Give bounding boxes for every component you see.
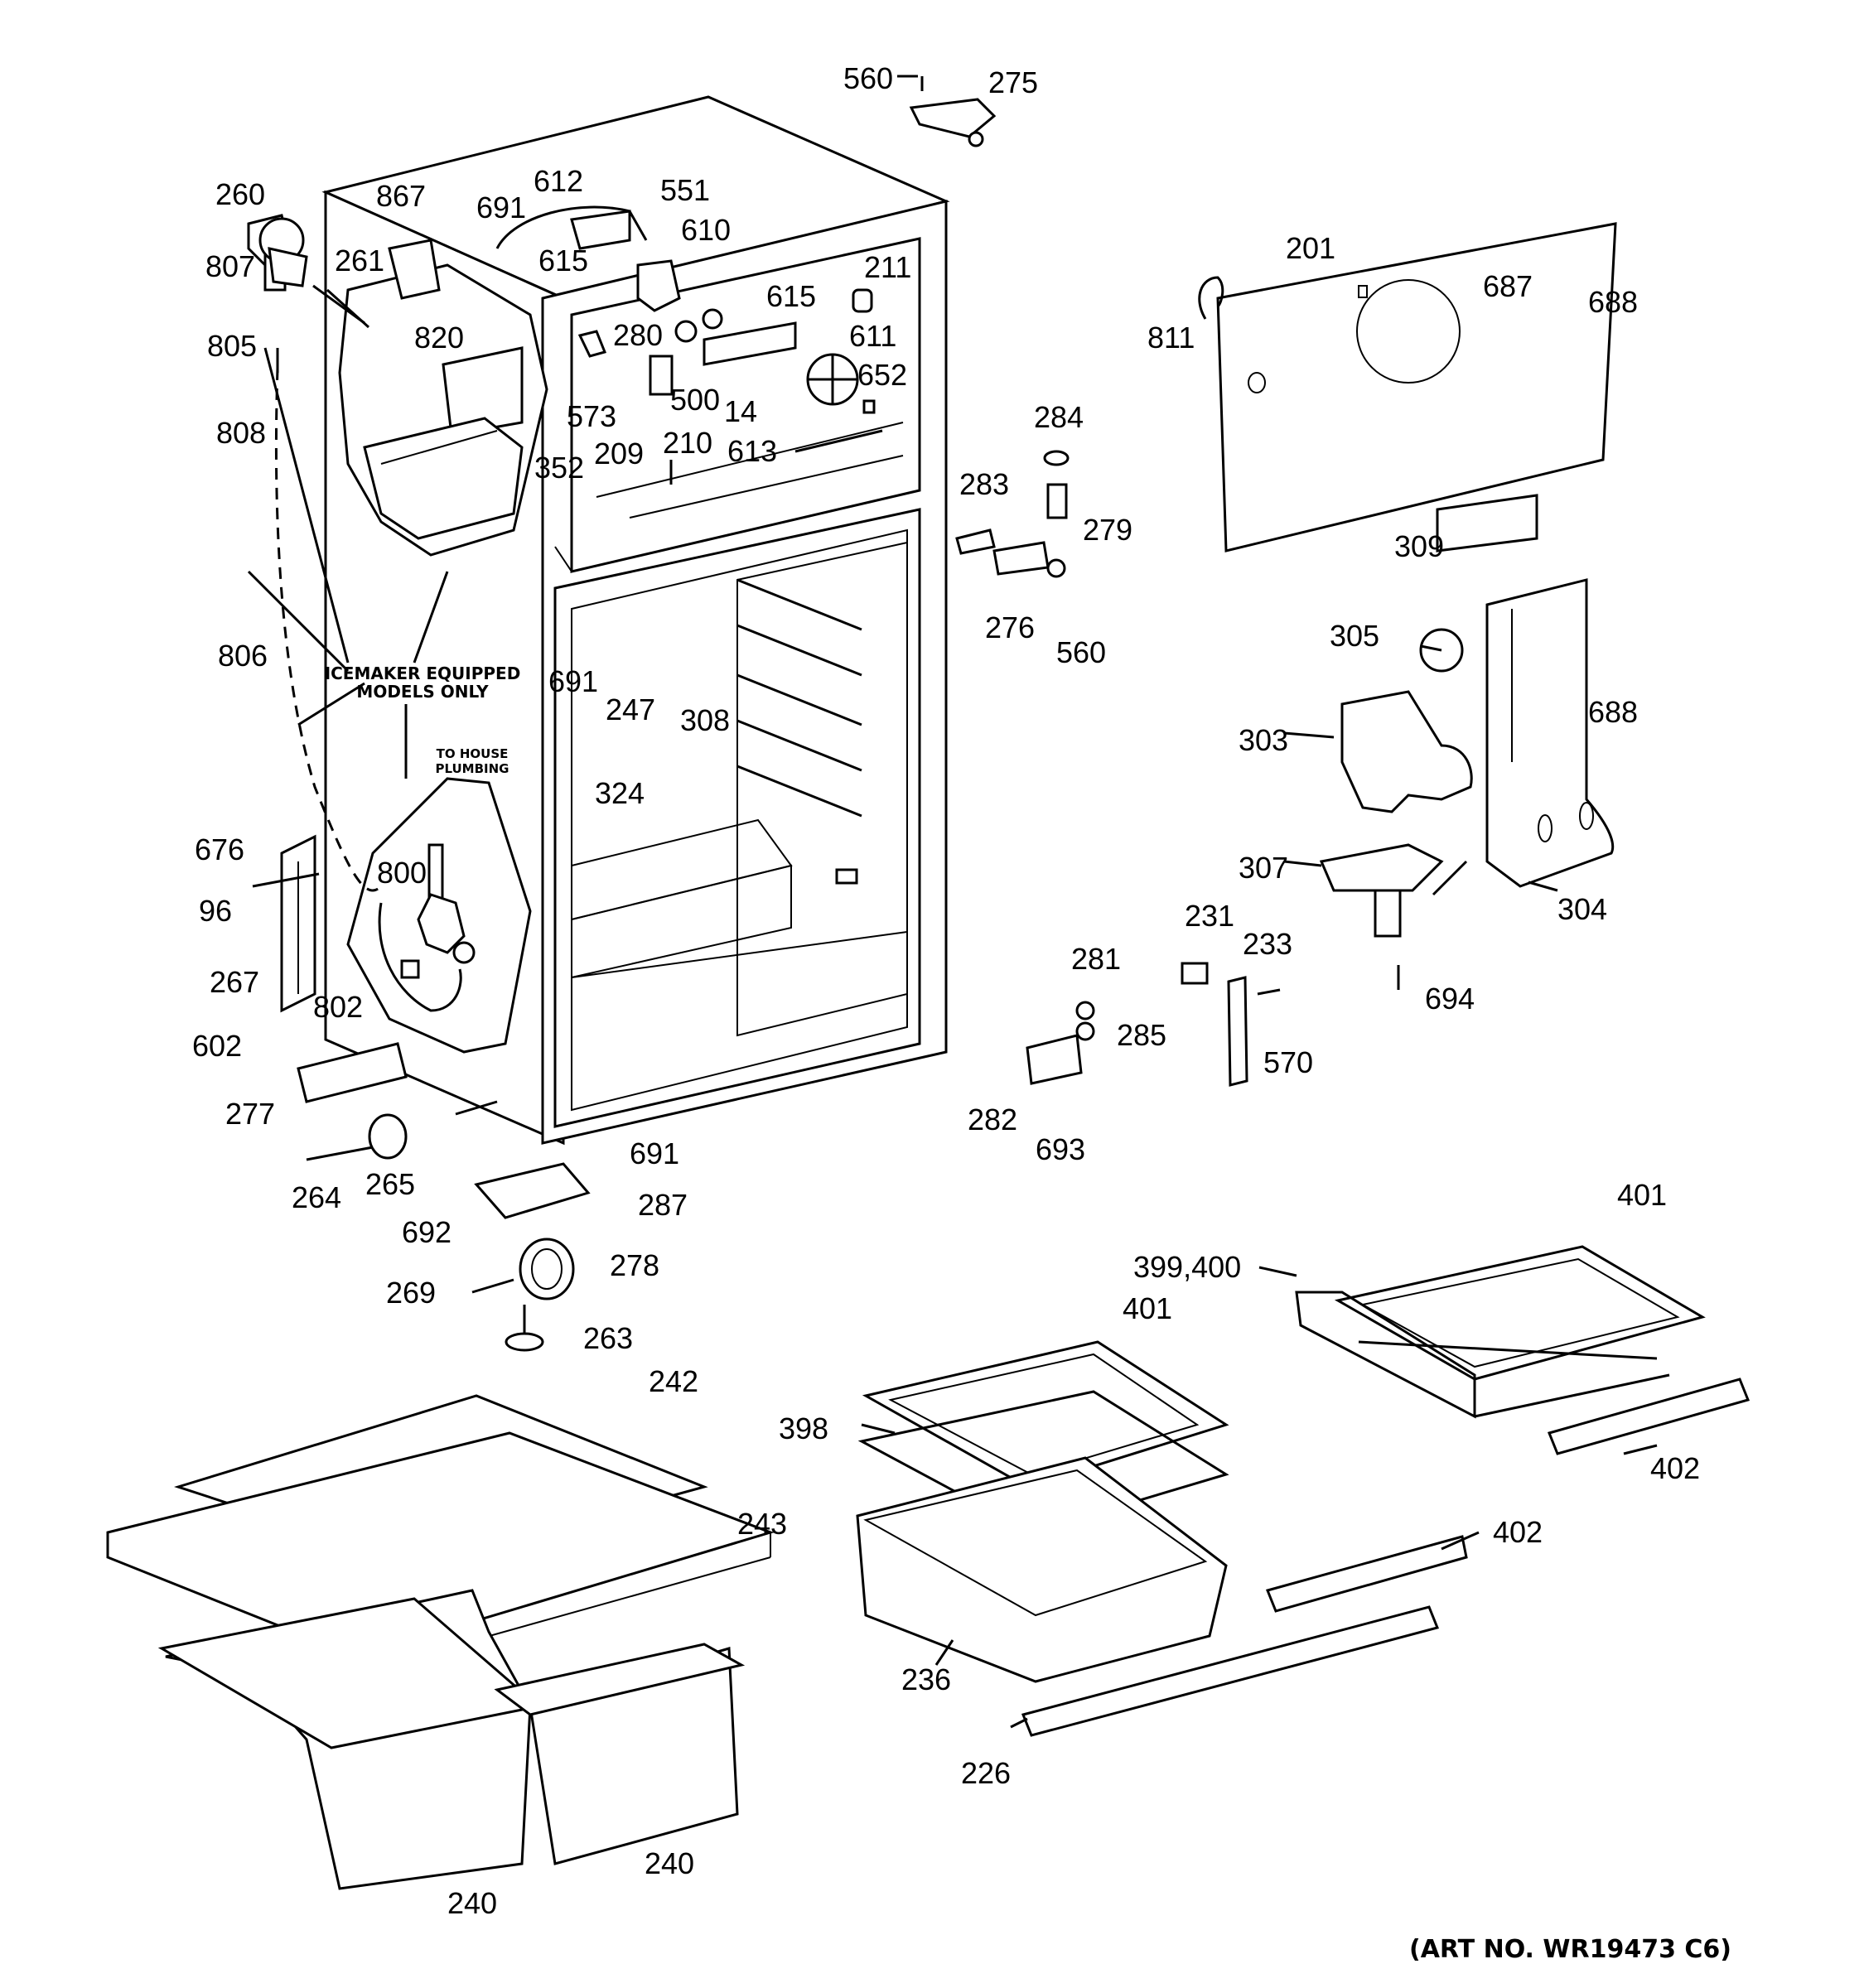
part-label: 401 [1617, 1178, 1667, 1212]
plumbing-note-line1: TO HOUSE [437, 746, 509, 761]
part-label: 240 [645, 1846, 694, 1880]
part-label: 275 [988, 65, 1038, 99]
part-label: 570 [1263, 1045, 1313, 1079]
part-label: 811 [1147, 321, 1195, 355]
part-label: 260 [215, 177, 265, 211]
part-label: 694 [1425, 982, 1475, 1016]
part-label: 820 [414, 321, 464, 355]
part-label: 352 [534, 451, 584, 485]
part-label: 602 [192, 1029, 242, 1063]
part-label: 613 [727, 434, 777, 468]
part-label: 211 [864, 250, 911, 284]
part-label: 265 [365, 1167, 415, 1201]
part-label: 307 [1239, 851, 1288, 885]
plumbing-note: TO HOUSE PLUMBING [435, 746, 509, 776]
part-label: 236 [901, 1662, 951, 1696]
top-parts [495, 76, 997, 485]
part-label: 612 [534, 164, 583, 198]
part-label: 806 [218, 639, 268, 673]
part-label: 96 [199, 894, 232, 928]
part-label: 278 [610, 1248, 659, 1282]
part-label: 676 [195, 832, 244, 866]
part-label: 261 [335, 244, 384, 277]
part-label: 688 [1588, 695, 1638, 729]
shelves-and-pan [856, 1245, 1751, 1737]
part-label: 691 [630, 1136, 679, 1170]
part-label: 611 [849, 319, 896, 353]
part-label: 247 [606, 692, 655, 726]
part-label: 304 [1557, 892, 1607, 926]
right-side-parts [955, 222, 1617, 1087]
part-label: 800 [377, 856, 427, 890]
part-label: 285 [1117, 1018, 1166, 1052]
part-label: 269 [386, 1276, 436, 1310]
part-label: 264 [292, 1180, 341, 1214]
part-label: 560 [1056, 635, 1106, 669]
water-valve-assembly [346, 777, 532, 1054]
part-label: 802 [313, 990, 363, 1024]
part-label: 398 [779, 1411, 828, 1445]
art-number: (ART NO. WR19473 C6) [1409, 1935, 1731, 1964]
part-label: 500 [670, 383, 720, 417]
part-label: 610 [681, 213, 731, 247]
part-label: 242 [649, 1364, 698, 1398]
leader-lines [252, 75, 1658, 1729]
part-label: 308 [680, 703, 730, 737]
part-label: 303 [1239, 723, 1288, 757]
part-label: 692 [402, 1215, 452, 1249]
left-side-parts [258, 217, 591, 1352]
part-label: 691 [476, 191, 526, 224]
part-label: 201 [1286, 231, 1335, 265]
part-label: 263 [583, 1321, 633, 1355]
part-label: 691 [548, 664, 598, 698]
part-label: 401 [1123, 1291, 1172, 1325]
part-label: 805 [207, 329, 257, 363]
part-label: 277 [225, 1097, 275, 1131]
part-label: 279 [1083, 513, 1132, 547]
part-label: 240 [447, 1886, 497, 1920]
plumbing-note-line2: PLUMBING [435, 761, 509, 776]
part-label: 209 [594, 437, 644, 470]
part-label: 14 [724, 394, 757, 428]
part-label: 281 [1071, 942, 1121, 976]
part-label: 402 [1493, 1515, 1543, 1549]
part-label: 282 [968, 1103, 1017, 1136]
part-label: 324 [595, 776, 645, 810]
part-label: 573 [567, 399, 616, 433]
part-labels: 560 275 260 867 691 612 551 610 615 211 … [192, 61, 1700, 1920]
part-label: 615 [538, 244, 588, 277]
part-label: 284 [1034, 400, 1084, 434]
part-label: 226 [961, 1756, 1011, 1790]
part-label: 867 [376, 179, 426, 213]
part-label: 283 [959, 467, 1009, 501]
part-label: 693 [1036, 1132, 1085, 1166]
part-label: 652 [857, 358, 907, 392]
part-label: 287 [638, 1188, 688, 1222]
part-label: 615 [766, 279, 816, 313]
part-label: 402 [1650, 1451, 1700, 1485]
part-label: 688 [1588, 285, 1638, 319]
part-label: 243 [737, 1507, 787, 1541]
part-label: 267 [210, 965, 259, 999]
part-label: 807 [205, 249, 255, 283]
part-label: 808 [216, 416, 266, 450]
icemaker-note: ICEMAKER EQUIPPED MODELS ONLY [247, 347, 521, 779]
part-label: 280 [613, 318, 663, 352]
part-label: 687 [1483, 269, 1533, 303]
icemaker-note-line2: MODELS ONLY [356, 682, 489, 702]
part-label: 231 [1185, 899, 1234, 933]
part-label: 276 [985, 610, 1035, 644]
part-label: 210 [663, 426, 712, 460]
part-label: 399,400 [1133, 1250, 1241, 1284]
part-label: 233 [1243, 927, 1292, 961]
icemaker-note-line1: ICEMAKER EQUIPPED [325, 663, 521, 683]
part-label: 551 [660, 173, 710, 207]
part-label: 309 [1394, 529, 1444, 563]
crisper-assembly [106, 1394, 775, 1890]
part-label: 560 [843, 61, 893, 95]
part-label: 305 [1330, 619, 1379, 653]
